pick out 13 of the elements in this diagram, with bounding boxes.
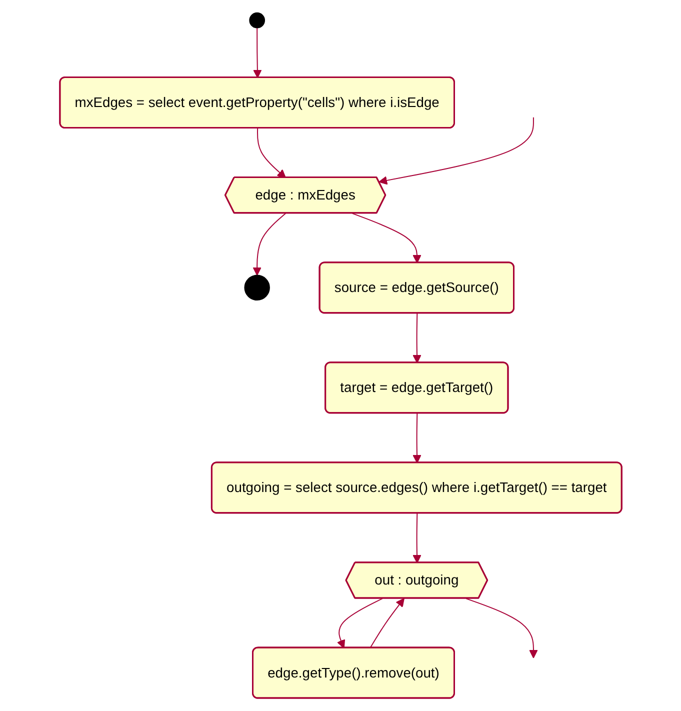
arrow (412, 512, 422, 564)
node-circle (244, 274, 270, 301)
arrow (412, 312, 422, 364)
arrow (352, 212, 422, 264)
arrow (369, 598, 404, 649)
arrow (465, 598, 538, 658)
node-circle (248, 12, 265, 28)
arrow (252, 212, 286, 276)
arrow (252, 27, 262, 78)
arrow (256, 128, 286, 178)
arrow (336, 598, 383, 648)
arrow (378, 116, 534, 185)
arrow (412, 412, 422, 464)
